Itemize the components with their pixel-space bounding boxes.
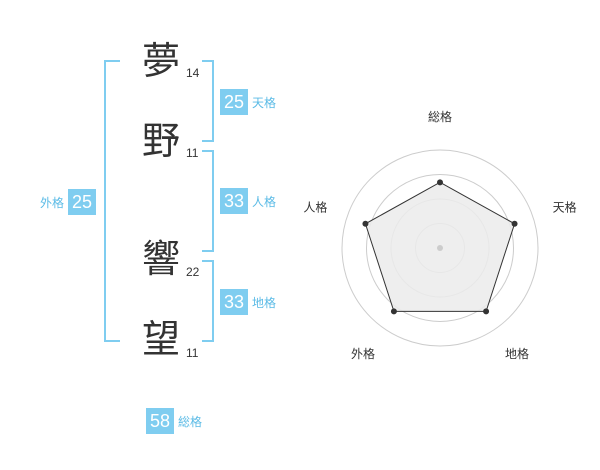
radar-point [511,220,518,227]
gaikaku-badge: 25 外格 [40,189,97,215]
tenkaku-bracket [202,60,214,142]
stroke-count-2: 11 [186,146,199,160]
name-char-2: 野 [142,119,181,163]
tenkaku-label: 天格 [252,95,277,110]
radar-point [437,179,443,186]
chikaku-label: 地格 [252,295,277,310]
stroke-count-1: 14 [186,66,200,80]
chikaku-bracket [202,260,214,342]
chikaku-value: 33 [220,289,248,315]
jinkaku-badge: 33 人格 [220,188,276,214]
radar-center-dot [437,245,443,251]
radar-ring [366,174,514,322]
soukaku-value: 58 [146,408,174,434]
radar-axis-label: 外格 [351,346,375,361]
jinkaku-value: 33 [220,188,248,214]
radar-point [362,220,369,227]
name-char-3: 響 [142,237,181,281]
radar-axis-label: 人格 [303,200,327,215]
chikaku-badge: 33 地格 [220,289,276,315]
name-char-4: 望 [142,317,181,361]
tenkaku-badge: 25 天格 [220,89,276,115]
jinkaku-bracket [202,150,214,252]
stroke-count-3: 22 [186,265,200,279]
radar-points [362,179,518,315]
radar-ring [341,149,539,347]
stroke-count-4: 11 [186,346,199,360]
radar-point [390,308,397,315]
soukaku-label: 総格 [178,414,203,429]
radar-axis-label: 天格 [553,200,577,215]
gaikaku-value: 25 [68,189,97,215]
soukaku-badge: 58 総格 [146,408,202,434]
jinkaku-label: 人格 [252,194,277,209]
gaikaku-bracket [104,60,120,342]
name-char-1: 夢 [142,39,181,83]
radar-point [483,308,490,315]
radar-axis-label: 地格 [505,346,529,361]
radar-axis-label: 総格 [428,109,452,124]
gaikaku-label: 外格 [40,195,65,210]
tenkaku-value: 25 [220,89,248,115]
